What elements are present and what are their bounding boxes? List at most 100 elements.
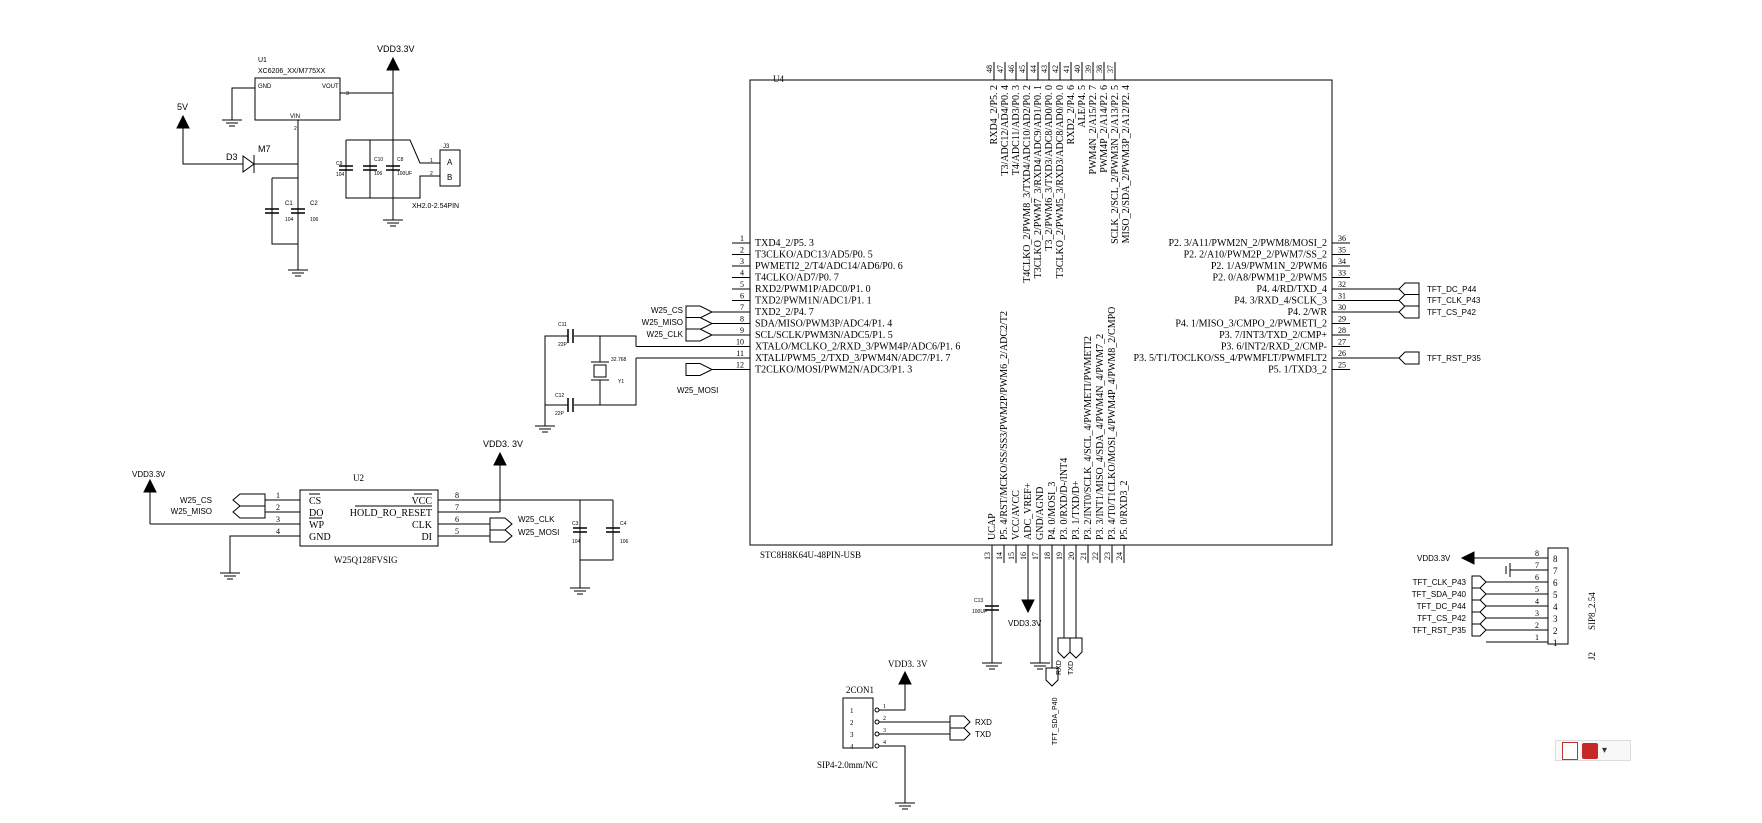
connector-j3-b: B [447, 173, 452, 182]
mcu-pin-name: SCL/SCLK/PWM3N/ADC5/P1. 5 [755, 330, 893, 341]
mcu-pin-name: ADC_VREF+ [1023, 482, 1034, 540]
mcu-pin-num: 34 [1338, 257, 1346, 266]
c8-ref: C8 [397, 157, 404, 163]
tft-cs-port-j2 [1471, 611, 1487, 625]
c1-ref: C1 [285, 201, 293, 207]
txd-label-uart: TXD [975, 730, 991, 739]
viewer-toolbar: ▾ [1555, 740, 1631, 761]
mcu-pin-name: GND/AGND [1035, 487, 1046, 540]
c11-ref: C11 [558, 322, 567, 328]
regulator-part: XC6206_XX/M775XX [258, 68, 326, 75]
mcu-pin-name: ALE/P4. 5 [1077, 85, 1088, 128]
mcu-pin-num: 14 [995, 552, 1004, 560]
mcu-pin-name: P5. 1/TXD3_2 [1268, 365, 1327, 376]
tft-pin-5: 5 [1553, 590, 1558, 600]
flash-part: W25Q128FVSIG [334, 555, 398, 565]
c3-val: 104 [572, 539, 581, 545]
tft-sda-port-bottom [1045, 667, 1059, 687]
mcu-pin-num: 2 [740, 246, 744, 255]
tft-side-3: 3 [1535, 609, 1539, 618]
c3-ref: C3 [572, 521, 579, 527]
mcu-u4-body [749, 79, 1333, 546]
tft-rst-label-mcu: TFT_RST_P35 [1427, 354, 1481, 363]
w25-clk-label-flash: W25_CLK [518, 515, 555, 524]
chevron-down-icon[interactable]: ▾ [1602, 745, 1608, 756]
mcu-pin-num: 37 [1106, 65, 1115, 73]
w25-mosi-port-mcu [685, 363, 714, 376]
tft-pin-1: 1 [1553, 638, 1558, 648]
tft-pin-3: 3 [1553, 614, 1558, 624]
tft-dc-label-mcu: TFT_DC_P44 [1427, 285, 1477, 294]
mcu-pin-name: TXD2/PWM1N/ADC1/P1. 1 [755, 296, 872, 307]
mcu-pin-num: 47 [996, 65, 1005, 73]
uart-header-section: 2CON1 SIP4-2.0mm/NC 1 2 3 4 VDD3. 3V RXD… [817, 659, 992, 810]
mcu-pin-num: 22 [1091, 552, 1100, 560]
mcu-pin-name: T3_2/PWM6_3/TXD3/ADC8/AD0/P0. 0 [1044, 85, 1055, 251]
vdd33-arrow-wp [143, 478, 157, 493]
mcu-pin-num: 11 [736, 349, 744, 358]
tft-side-4: 4 [1535, 597, 1539, 606]
flash-pin-gnd: GND [309, 532, 331, 543]
connector-j3-pin1: 1 [430, 158, 433, 164]
connector-j3-ref: J3 [443, 144, 450, 150]
mcu-pin-name: P3. 3/INT1/MISO_4/SDA_4/PWM4N_4/PWM7_2 [1095, 334, 1106, 540]
mcu-pin-name: P5. 4/RST/MCKO/SS/SS3/PWM2P/PWM6_2/ADC2/… [999, 311, 1010, 540]
tft-clk-port-j2 [1471, 575, 1487, 589]
tft-header-ref: J2 [1587, 652, 1597, 660]
tft-pin-8: 8 [1553, 554, 1558, 564]
mcu-pin-num: 6 [740, 292, 744, 301]
mcu-pin-num: 45 [1018, 65, 1027, 73]
vdd33-arrow-uart [898, 670, 912, 685]
vdd33-arrow-mcu [1021, 599, 1035, 614]
tft-side-8: 8 [1535, 549, 1539, 558]
uart-header-part: SIP4-2.0mm/NC [817, 760, 878, 770]
flash-num-1: 1 [276, 491, 280, 500]
c9-val: 104 [336, 172, 345, 178]
mcu-pin-name: PWMETI2_2/T4/ADC14/AD6/P0. 6 [755, 261, 903, 272]
mcu-pin-name: TXD4_2/P5. 3 [755, 238, 814, 249]
c10-val: 106 [374, 171, 383, 177]
w25-miso-port-mcu [685, 317, 714, 330]
tft-pin-4: 4 [1553, 602, 1558, 612]
tft-cs-port-mcu [1398, 305, 1420, 319]
tft-dc-port-mcu [1398, 282, 1420, 296]
mcu-pin-num: 44 [1029, 65, 1038, 73]
tft-sda-label-bottom: TFT_SDA_P40 [1052, 697, 1059, 745]
tft-dc-port-j2 [1471, 599, 1487, 613]
uart-side-num-1: 1 [883, 704, 886, 710]
mcu-pin-num: 13 [983, 552, 992, 560]
vdd33-arrow-flash [493, 451, 507, 466]
c2-val: 106 [310, 217, 319, 223]
w25-clk-port-mcu [685, 328, 714, 342]
mcu-pin-name: T3CLKO_2/PWM7_3/RXD4/ADC9/AD1/P0. 1 [1033, 85, 1044, 278]
pdf-icon[interactable] [1582, 742, 1598, 759]
c13-ref: C13 [974, 598, 983, 604]
uart-header-ref: 2CON1 [846, 685, 874, 695]
mcu-pin-num: 8 [740, 315, 744, 324]
connector-j3-part: XH2.0-2.54PIN [412, 203, 459, 210]
mcu-part: STC8H8K64U-48PIN-USB [760, 550, 861, 560]
mcu-pin-num: 23 [1103, 552, 1112, 560]
w25-clk-label-mcu: W25_CLK [647, 330, 684, 339]
regulator-u1-body [254, 77, 341, 121]
mcu-pin-num: 18 [1043, 552, 1052, 560]
mcu-pin-name: P2. 2/A10/PWM2P_2/PWM7/SS_2 [1184, 250, 1327, 261]
tft-side-1: 1 [1535, 633, 1539, 642]
regulator-pin-vin: VIN [290, 114, 300, 120]
mcu-pin-name: PWM4N_2/A15/P2. 7 [1088, 85, 1099, 174]
mcu-pin-num: 46 [1007, 65, 1016, 73]
mcu-pin-num: 38 [1095, 65, 1104, 73]
flash-ref: U2 [353, 473, 364, 483]
vdd33-label-flash: VDD3. 3V [483, 439, 523, 449]
mcu-pin-name: RXD4_2/P5. 2 [989, 85, 1000, 144]
mcu-pin-name: P3. 2/INT0/SCLK_4/SCL_4/PWMETI/PWMETI2 [1083, 336, 1094, 540]
tft-sda-port-j2 [1471, 587, 1487, 601]
document-icon[interactable] [1562, 741, 1578, 760]
mcu-pin-num: 43 [1040, 65, 1049, 73]
vdd33-label-uart: VDD3. 3V [888, 659, 928, 669]
mcu-pin-name: T4/ADC11/AD3/P0. 3 [1011, 85, 1022, 175]
mcu-pin-name: P3. 6/INT2/RXD_2/CMP- [1221, 342, 1327, 353]
c1-val: 104 [285, 217, 294, 223]
